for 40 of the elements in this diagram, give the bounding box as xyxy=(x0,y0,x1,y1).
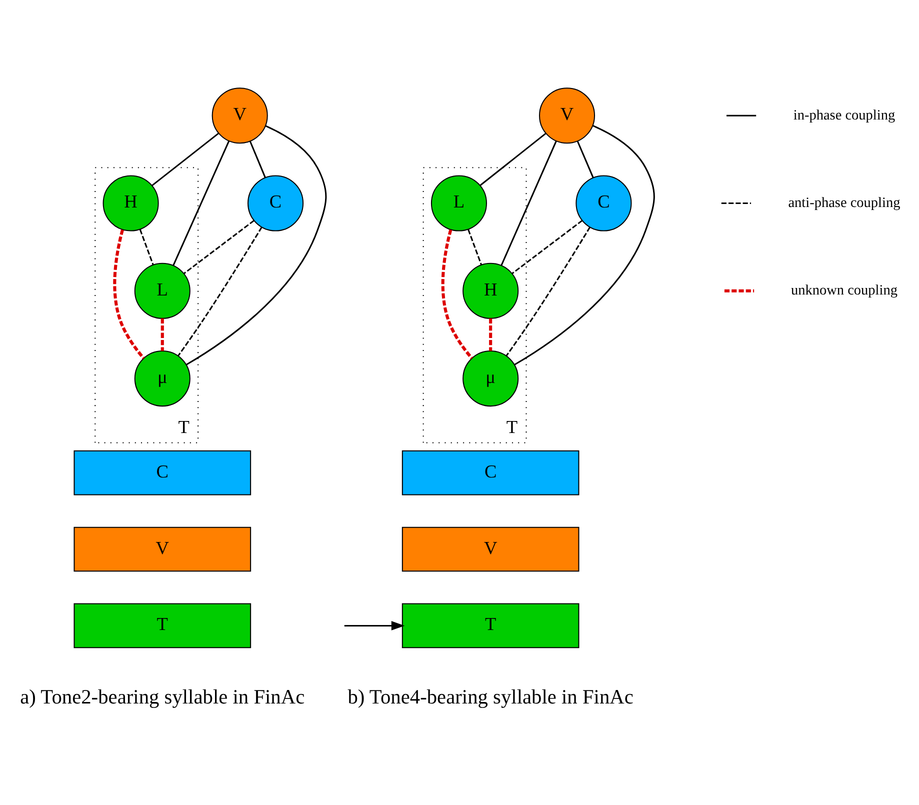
node-circle: C xyxy=(247,175,304,232)
arrow xyxy=(344,621,404,630)
label: b) Tone4-bearing syllable in FinAc xyxy=(347,686,633,709)
connector xyxy=(112,229,144,360)
node-circle: H xyxy=(462,262,518,319)
label: a) Tone2-bearing syllable in FinAc xyxy=(20,686,304,709)
connector xyxy=(576,141,594,178)
connector xyxy=(138,229,154,266)
node-box: C xyxy=(401,450,579,496)
legend-label: in-phase coupling xyxy=(792,107,895,124)
node-box: T xyxy=(73,603,251,648)
connector xyxy=(151,132,219,186)
node-circle: H xyxy=(102,175,158,232)
connector xyxy=(177,226,262,356)
connector xyxy=(514,125,654,366)
connector xyxy=(505,226,590,356)
connector xyxy=(182,220,254,274)
node-box: V xyxy=(73,526,251,572)
connector xyxy=(500,140,556,266)
connector xyxy=(186,125,326,366)
node-circle: L xyxy=(430,175,486,232)
node-box: V xyxy=(401,526,579,572)
node-circle: L xyxy=(134,262,190,319)
connector xyxy=(511,220,582,274)
node-box: C xyxy=(73,450,251,496)
connector xyxy=(479,132,546,186)
connector xyxy=(160,318,164,351)
node-box: T xyxy=(401,603,579,648)
node-circle: V xyxy=(538,88,595,144)
connector xyxy=(172,140,230,266)
legend-label: anti-phase coupling xyxy=(788,195,900,212)
node-circle: C xyxy=(575,175,632,232)
legend-label: unknown coupling xyxy=(790,282,897,299)
connector xyxy=(467,229,482,266)
node-circle: μ xyxy=(134,350,190,407)
connector xyxy=(440,229,472,360)
connector xyxy=(488,318,492,351)
connector xyxy=(248,141,266,178)
node-circle: μ xyxy=(462,350,518,407)
node-circle: V xyxy=(211,88,268,144)
